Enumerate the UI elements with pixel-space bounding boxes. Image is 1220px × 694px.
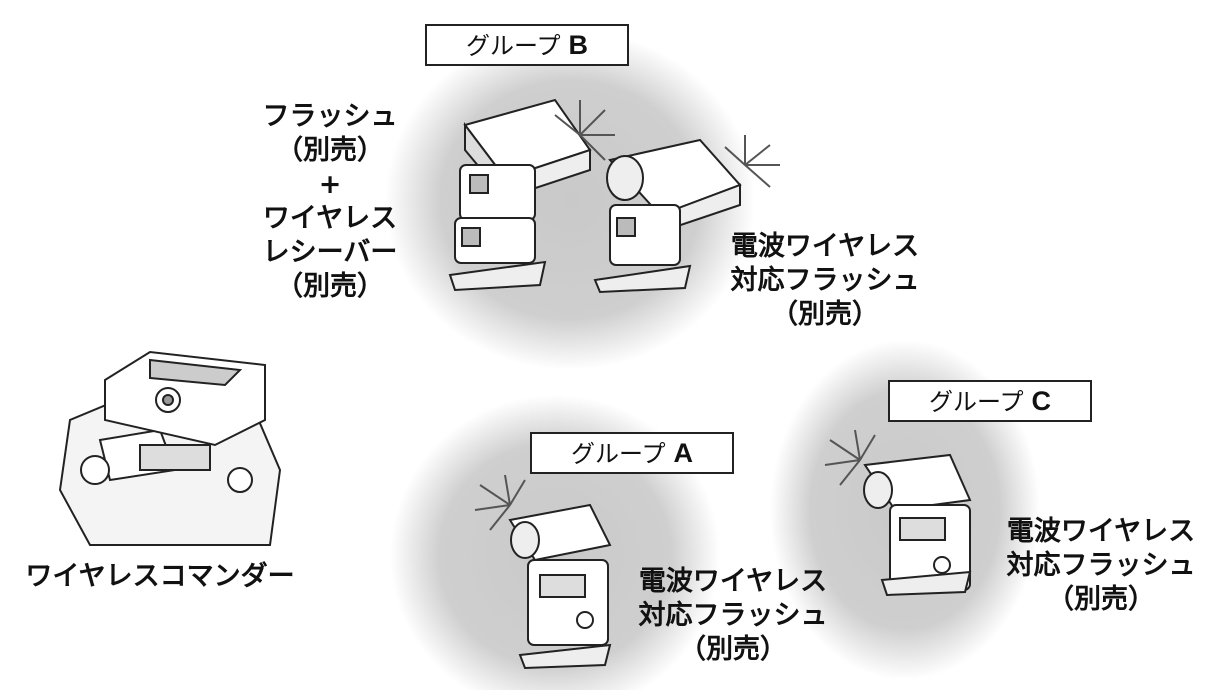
wireless-commander	[58, 350, 282, 546]
radio-flash-a	[508, 503, 612, 670]
radio-flash-c-label: 電波ワイヤレス 対応フラッシュ （別売）	[996, 515, 1206, 617]
radio-flash-a-line-1: 電波ワイヤレス	[638, 566, 828, 597]
group-c-label: グループ	[928, 388, 1024, 416]
radio-flash-a-line-2: 対応フラッシュ	[638, 600, 828, 631]
flash-with-receiver	[448, 98, 592, 292]
flash-receiver-line-6: （別売）	[276, 271, 384, 302]
radio-flash-a-label: 電波ワイヤレス 対応フラッシュ （別売）	[628, 565, 838, 667]
radio-flash-a-line-3: （別売）	[679, 634, 787, 665]
flash-burst-icons	[474, 100, 876, 531]
radio-flash-b-line-3: （別売）	[771, 299, 879, 330]
radio-flash-c	[863, 453, 972, 597]
group-a-label: グループ	[570, 440, 666, 468]
radio-flash-c-line-1: 電波ワイヤレス	[1006, 516, 1196, 547]
radio-flash-b-line-1: 電波ワイヤレス	[730, 231, 920, 262]
flash-receiver-line-5: レシーバー	[262, 237, 398, 268]
flash-receiver-line-1: フラッシュ	[262, 101, 398, 132]
group-b-letter: B	[568, 30, 589, 60]
radio-flash-b-line-2: 対応フラッシュ	[730, 265, 920, 296]
radio-flash-c-line-3: （別売）	[1047, 584, 1155, 615]
flash-receiver-label: フラッシュ （別売） + ワイヤレス レシーバー （別売）	[240, 100, 420, 304]
radio-flash-b	[593, 138, 742, 294]
radio-flash-c-line-2: 対応フラッシュ	[1006, 550, 1196, 581]
group-b-label: グループ	[465, 32, 561, 60]
commander-label: ワイヤレスコマンダー	[25, 561, 295, 592]
group-c-letter: C	[1031, 386, 1052, 416]
group-a-letter: A	[673, 438, 694, 468]
radio-flash-b-label: 電波ワイヤレス 対応フラッシュ （別売）	[720, 230, 930, 332]
flash-receiver-line-2: （別売）	[276, 135, 384, 166]
flash-receiver-line-3: +	[318, 169, 342, 200]
flash-receiver-line-4: ワイヤレス	[262, 203, 398, 234]
